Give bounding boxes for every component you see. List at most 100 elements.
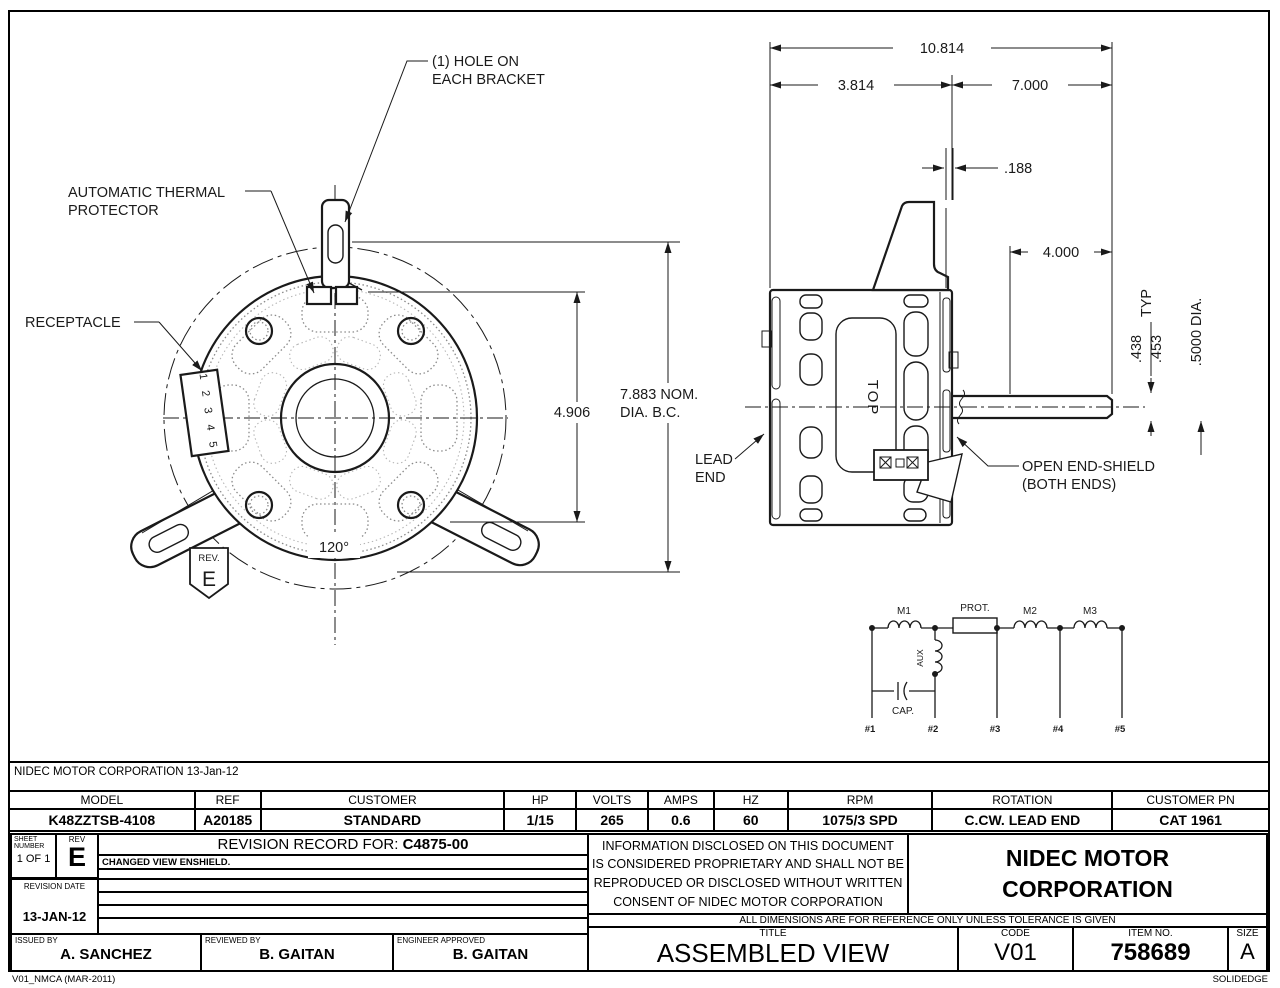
rev-cell: REV E [55,833,99,879]
code-value: V01 [994,939,1037,966]
schematic-m3-label: M3 [1083,606,1097,617]
spec-col-customer: CUSTOMER STANDARD [261,792,506,830]
spec-col-ref: REF A20185 [195,792,262,830]
item-no-label: ITEM NO. [1128,928,1173,939]
dim-4000-text: 4.000 [1043,245,1079,261]
code-cell: CODE V01 [957,926,1074,972]
dim-438-453: .438 .453 TYP [1129,289,1165,436]
spec-value: C.CW. LEAD END [964,812,1081,828]
top-orientation-label: TOP [864,380,881,417]
dim-4000: 4.000 [1010,242,1112,262]
revision-record-label: REVISION RECORD FOR: [217,836,399,853]
dim-4906: 4.906 [368,291,604,523]
spec-header: CUSTOMER [261,792,504,810]
lead-end-line1: LEAD [695,452,733,468]
schematic-terminal-2: #2 [928,724,939,735]
revision-record-header: REVISION RECORD FOR: C4875-00 [97,833,589,856]
schematic-m1-label: M1 [897,606,911,617]
open-end-shield-line2: (BOTH ENDS) [1022,477,1116,493]
sheet-border-frame: 1 2 3 4 5 (1) HOLE ON EACH BRACKET AUTOM… [8,10,1270,972]
dim-7883: 7.883 NOM. DIA. B.C. [352,241,718,573]
revision-date-cell: REVISION DATE 13-JAN-12 [10,878,99,935]
company-line1: NIDEC MOTOR [1005,844,1170,871]
shaft [745,389,1145,425]
schematic-prot-label: PROT. [960,603,989,614]
dim-188-text: .188 [1004,161,1032,177]
spec-col-hp: HP 1/15 [505,792,578,830]
spec-header: REF [195,792,260,810]
dim-7883-line2: DIA. B.C. [620,405,680,421]
schematic-terminal-4: #4 [1053,724,1064,735]
hole-note-line1: (1) HOLE ON [432,54,519,70]
proprietary-line: IS CONSIDERED PROPRIETARY AND SHALL NOT … [592,857,904,872]
size-label: SIZE [1236,928,1259,939]
open-end-shield-line1: OPEN END-SHIELD [1022,459,1155,475]
dim-438-text: .438 [1129,335,1145,363]
dim-3814-text: 3.814 [838,78,874,94]
schematic-m2-label: M2 [1023,606,1037,617]
side-view: TOP [695,38,1205,527]
title-block: NIDEC MOTOR CORPORATION 13-Jan-12 MODEL … [10,761,1268,972]
drawing-canvas: 1 2 3 4 5 (1) HOLE ON EACH BRACKET AUTOM… [25,38,1205,735]
receptacle: 1 2 3 4 5 [179,368,230,458]
dim-188: .188 [922,161,1032,177]
item-no-cell: ITEM NO. 758689 [1072,926,1229,972]
mounting-bracket-lower-right [418,483,540,567]
spec-header: RPM [788,792,932,810]
proprietary-line: INFORMATION DISCLOSED ON THIS DOCUMENT [602,838,894,853]
dim-7000: 7.000 [952,75,1112,95]
spec-value: 0.6 [671,812,691,828]
reviewed-by-label: REVIEWED BY [205,936,261,945]
receptacle-note: RECEPTACLE [25,315,203,372]
revision-date-label: REVISION DATE [23,882,86,891]
spec-header: VOLTS [577,792,647,810]
company-line2: CORPORATION [1002,876,1173,902]
item-no-value: 758689 [1110,939,1191,966]
dim-10814: 10.814 [770,38,1112,58]
schematic-terminal-1: #1 [865,724,876,735]
dim-5000-text: .5000 DIA. [1189,298,1205,367]
spec-header: HZ [714,792,787,810]
company-name-block: NIDEC MOTOR CORPORATION [907,833,1268,915]
face-bolt-holes [244,316,426,520]
spec-header: CUSTOMER PN [1113,792,1268,810]
spec-value: 1075/3 SPD [822,812,898,828]
spec-header: AMPS [648,792,713,810]
spec-col-amps: AMPS 0.6 [648,792,715,830]
side-top-bracket [871,200,950,292]
spec-header: MODEL [10,792,194,810]
receptacle-label: RECEPTACLE [25,315,121,331]
cad-system-note: SOLIDEDGE [1212,974,1268,985]
lead-end-line2: END [695,470,726,486]
spec-table: MODEL K48ZZTSB-4108 REF A20185 CUSTOMER … [10,790,1268,832]
size-cell: SIZE A [1227,926,1268,972]
code-label: CODE [1001,928,1030,939]
proprietary-line: CONSENT OF NIDEC MOTOR CORPORATION [613,894,883,909]
dim-typ-text: TYP [1139,289,1155,317]
dim-120-text: 120° [319,540,349,556]
corp-note: NIDEC MOTOR CORPORATION 13-Jan-12 [14,766,239,778]
rev-flag: REV. E [189,547,229,600]
proprietary-line: REPRODUCED OR DISCLOSED WITHOUT WRITTEN [593,876,903,890]
rev-flag-label: REV. [198,553,219,564]
spec-value: 1/15 [526,812,554,828]
dim-5000: .5000 DIA. [1189,298,1205,455]
spec-value: K48ZZTSB-4108 [48,812,156,828]
thermal-note-line2: PROTECTOR [68,203,159,219]
title-cell: TITLE ASSEMBLED VIEW [587,926,959,972]
thermal-note-line1: AUTOMATIC THERMAL [68,185,225,201]
schematic-cap-label: CAP. [892,706,914,717]
spec-header: HP [505,792,576,810]
side-receptacle [873,449,963,503]
sheet-value: 1 OF 1 [16,853,51,865]
top-bracket [320,198,363,291]
schematic-terminal-3: #3 [990,724,1001,735]
spec-col-rpm: RPM 1075/3 SPD [788,792,934,830]
title-value: ASSEMBLED VIEW [656,938,890,968]
front-view: 1 2 3 4 5 (1) HOLE ON EACH BRACKET AUTOM… [25,54,718,645]
size-value: A [1240,939,1255,964]
open-end-shield-note: OPEN END-SHIELD (BOTH ENDS) [956,436,1155,493]
schematic-terminal-5: #5 [1115,724,1126,735]
